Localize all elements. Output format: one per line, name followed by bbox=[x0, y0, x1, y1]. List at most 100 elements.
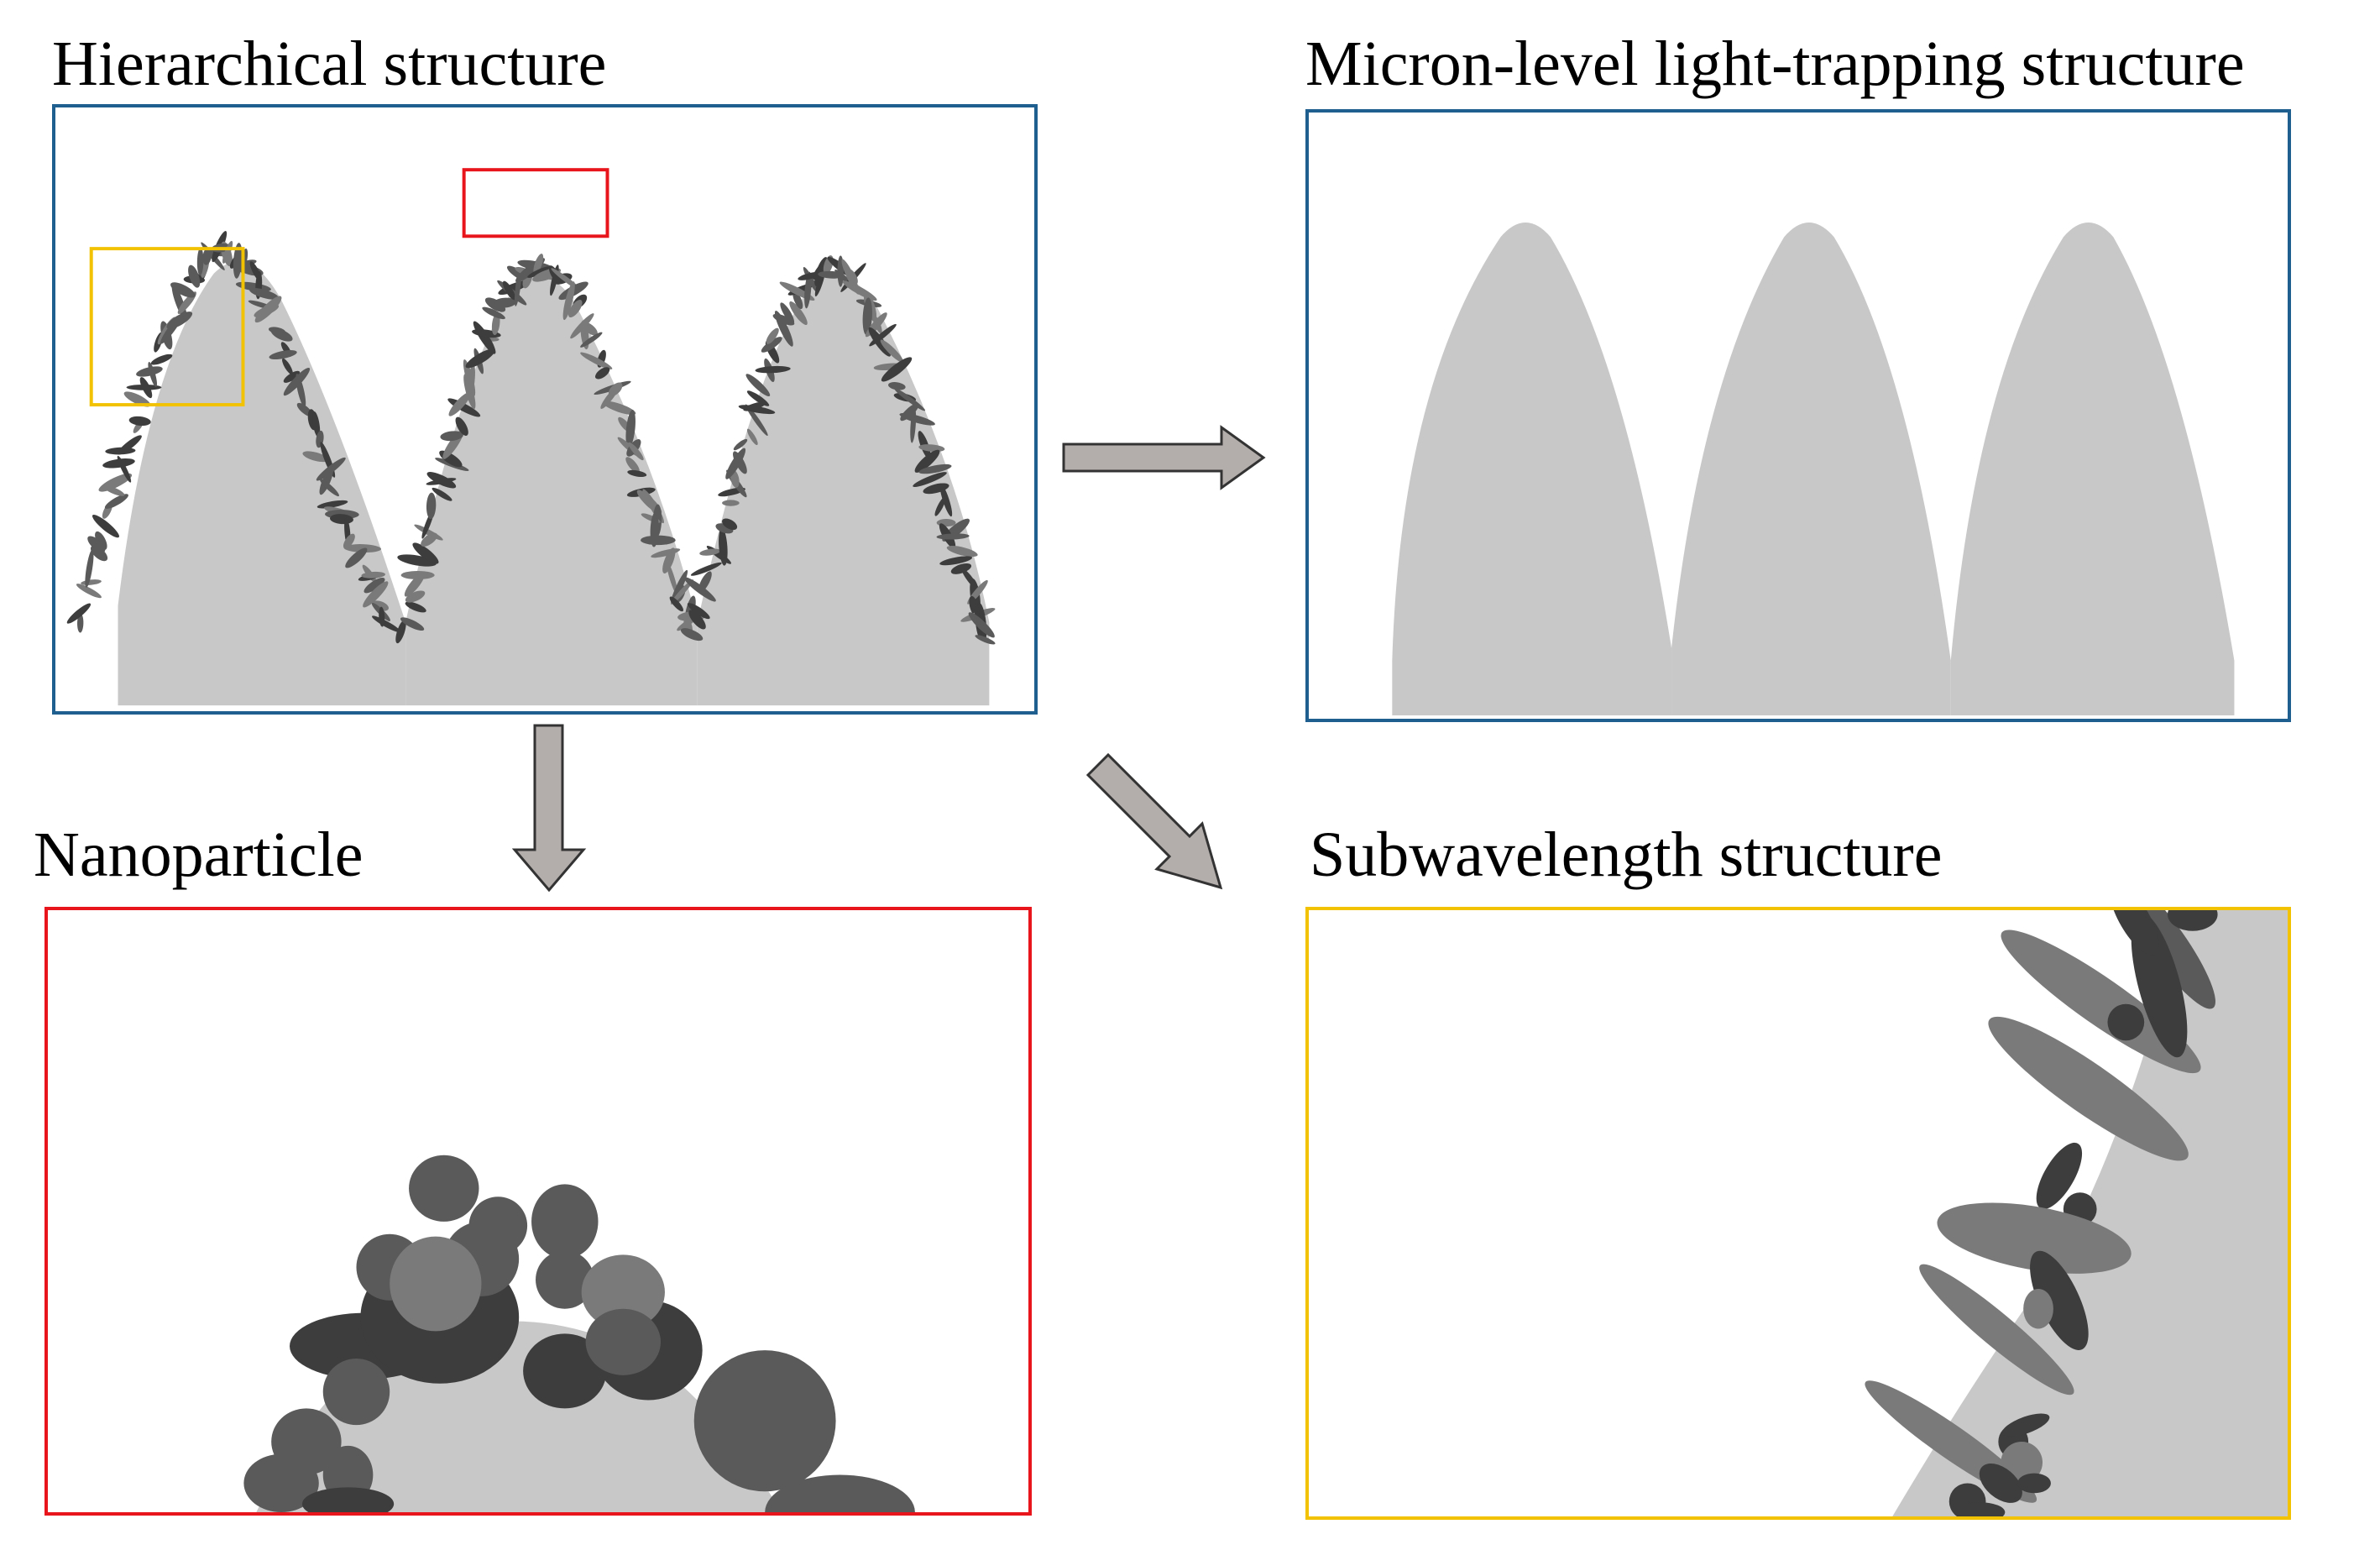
surface-nanoparticle bbox=[899, 412, 935, 426]
surface-nanoparticle bbox=[733, 451, 747, 474]
surface-nanoparticle bbox=[946, 545, 978, 558]
surface-nanoparticle bbox=[254, 296, 282, 323]
surface-nanoparticle bbox=[269, 350, 297, 360]
surface-nanoparticle bbox=[975, 635, 996, 645]
micron-cone-2 bbox=[1671, 223, 1951, 716]
nanoparticle-panel bbox=[44, 907, 1032, 1516]
micron-cone-3 bbox=[1950, 223, 2235, 716]
surface-nanoparticle bbox=[482, 306, 505, 320]
surface-nanoparticle bbox=[126, 385, 162, 390]
surface-nanoparticle bbox=[426, 492, 437, 520]
surface-nanoparticle bbox=[400, 617, 425, 631]
surface-nanoparticle bbox=[641, 535, 676, 546]
surface-nanoparticle bbox=[662, 547, 676, 574]
surface-nanoparticle bbox=[746, 390, 770, 406]
surface-nanoparticle bbox=[104, 494, 128, 509]
surface-nanoparticle bbox=[533, 254, 544, 275]
surface-nanoparticle bbox=[465, 348, 495, 369]
surface-nanoparticle bbox=[887, 382, 906, 390]
surface-nanoparticle bbox=[491, 312, 500, 335]
micron-cone-1 bbox=[1392, 223, 1672, 716]
surface-nanoparticle bbox=[722, 518, 738, 531]
surface-nanoparticle bbox=[746, 428, 758, 446]
surface-nanoparticle bbox=[792, 291, 803, 310]
surface-nanoparticle bbox=[493, 297, 516, 308]
surface-nanoparticle bbox=[743, 401, 766, 411]
surface-nanoparticle bbox=[666, 561, 678, 595]
surface-nanoparticle bbox=[745, 404, 768, 437]
surface-nanoparticle bbox=[580, 332, 603, 348]
micron-title: Micron-level light-trapping structure bbox=[1305, 29, 2245, 99]
surface-nanoparticle bbox=[414, 524, 443, 541]
surface-nanoparticle bbox=[412, 542, 439, 564]
surface-nanoparticle bbox=[939, 483, 953, 517]
surface-nanoparticle bbox=[123, 391, 151, 407]
surface-nanoparticle bbox=[95, 531, 107, 550]
surface-nanoparticle bbox=[448, 391, 471, 416]
subwavelength-panel bbox=[1305, 907, 2291, 1520]
surface-nanoparticle bbox=[117, 435, 142, 455]
surface-nanoparticle bbox=[719, 527, 728, 566]
surface-nanoparticle bbox=[188, 264, 201, 288]
surface-nanoparticle bbox=[745, 374, 771, 397]
surface-nanoparticle bbox=[150, 353, 173, 365]
surface-nanoparticle bbox=[222, 240, 233, 264]
surface-nanoparticle bbox=[87, 536, 106, 552]
surface-nanoparticle bbox=[680, 628, 704, 641]
hierarchical-diagram bbox=[66, 168, 996, 706]
nanoparticle-diagram bbox=[243, 1155, 915, 1512]
surface-nanoparticle bbox=[625, 457, 640, 474]
surface-nanoparticle bbox=[85, 549, 94, 588]
hierarchical-panel bbox=[52, 104, 1038, 715]
surface-nanoparticle bbox=[671, 579, 693, 605]
surface-nanoparticle bbox=[625, 410, 636, 448]
surface-nanoparticle bbox=[98, 473, 133, 492]
nanoparticle-title: Nanoparticle bbox=[34, 820, 364, 890]
surface-nanoparticle bbox=[343, 533, 355, 549]
surface-nanoparticle bbox=[580, 352, 613, 369]
subwavelength-title: Subwavelength structure bbox=[1310, 820, 1943, 890]
surface-nanoparticle bbox=[772, 313, 795, 326]
surface-nanoparticle bbox=[950, 563, 972, 574]
surface-nanoparticle bbox=[66, 603, 92, 624]
surface-nanoparticle bbox=[562, 281, 575, 321]
surface-nanoparticle bbox=[405, 601, 426, 613]
surface-nanoparticle bbox=[688, 610, 706, 630]
surface-nanoparticle bbox=[397, 554, 437, 567]
surface-nanoparticle bbox=[102, 458, 135, 469]
arrow-right bbox=[1062, 425, 1266, 490]
surface-nanoparticle bbox=[698, 571, 712, 593]
surface-nanoparticle bbox=[936, 533, 970, 540]
surface-nanoparticle bbox=[400, 570, 435, 580]
surface-nanoparticle bbox=[363, 581, 389, 608]
surface-nanoparticle bbox=[910, 406, 917, 443]
surface-nanoparticle bbox=[463, 359, 476, 396]
surface-nanoparticle bbox=[595, 367, 610, 380]
nanoparticle-zoom-box bbox=[462, 168, 609, 238]
arrow-down bbox=[512, 724, 587, 892]
surface-nanoparticle bbox=[81, 579, 102, 585]
subwavelength-diagram bbox=[1865, 910, 2288, 1516]
surface-nanoparticle bbox=[918, 463, 952, 474]
surface-nanoparticle bbox=[76, 584, 102, 599]
surface-nanoparticle bbox=[568, 300, 583, 318]
surface-nanoparticle bbox=[426, 472, 457, 489]
surface-nanoparticle bbox=[440, 431, 463, 442]
surface-nanoparticle bbox=[603, 401, 636, 416]
surface-nanoparticle bbox=[270, 327, 293, 342]
surface-nanoparticle bbox=[628, 442, 644, 461]
surface-nanoparticle bbox=[803, 267, 819, 293]
surface-nanoparticle bbox=[432, 487, 452, 501]
surface-nanoparticle bbox=[296, 373, 306, 408]
surface-nanoparticle bbox=[733, 438, 748, 451]
surface-nanoparticle bbox=[77, 613, 84, 633]
surface-nanoparticle bbox=[868, 327, 892, 357]
surface-nanoparticle bbox=[282, 358, 293, 375]
surface-nanoparticle bbox=[90, 545, 108, 562]
surface-nanoparticle bbox=[914, 449, 940, 473]
surface-nanoparticle bbox=[755, 365, 791, 374]
surface-nanoparticle bbox=[722, 500, 740, 506]
surface-nanoparticle bbox=[196, 248, 204, 276]
surface-nanoparticle bbox=[319, 479, 339, 497]
surface-nanoparticle bbox=[405, 590, 426, 603]
